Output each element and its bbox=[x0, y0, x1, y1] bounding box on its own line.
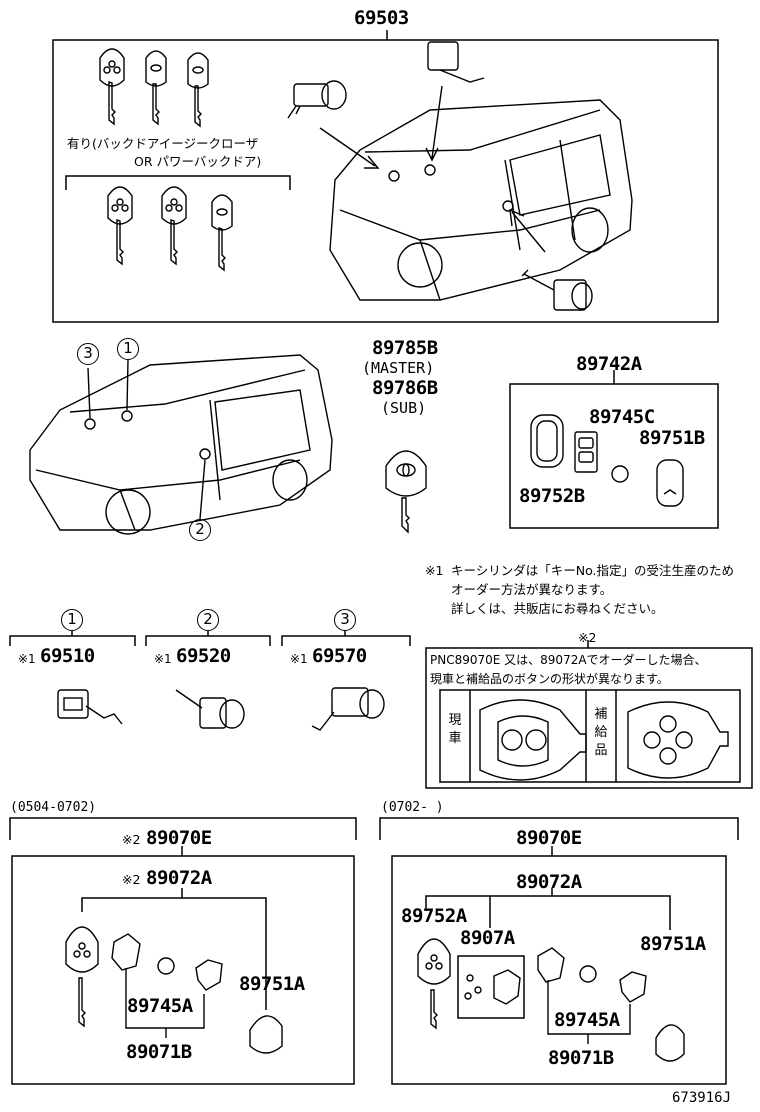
right-board-part: 8907A bbox=[460, 927, 515, 949]
left-period-bracket bbox=[9, 817, 357, 840]
board-frame bbox=[457, 955, 525, 1019]
supply-part-label: 補給品 bbox=[594, 707, 608, 758]
note2-line2: 現車と補給品のボタンの形状が異なります。 bbox=[430, 672, 669, 686]
left-sub-part: 89072A bbox=[146, 867, 212, 889]
cylinder-position-1: 1 bbox=[61, 609, 83, 631]
button-shape-current-icon bbox=[479, 699, 587, 781]
right-assy-part: 89070E bbox=[516, 827, 582, 849]
keyset-part: 89742A bbox=[576, 353, 642, 375]
position-marker-1: 1 bbox=[117, 338, 139, 360]
note1-line2: オーダー方法が異なります。 bbox=[451, 582, 613, 597]
left-cover-part: 89751A bbox=[239, 973, 305, 995]
note2-line1: PNC89070E 又は、89072Aでオーダーした場合、 bbox=[430, 653, 707, 667]
key-icon-bottom-row bbox=[107, 186, 233, 272]
note1-line3: 詳しくは、共販店にお尋ねください。 bbox=[451, 601, 664, 616]
right-battery-part: 89745A bbox=[554, 1009, 620, 1031]
left-transmitter-part: 89071B bbox=[126, 1041, 192, 1063]
button-shape-supply-icon bbox=[627, 701, 729, 779]
note2-mark: ※2 bbox=[578, 630, 597, 645]
cylinder-position-3: 3 bbox=[334, 609, 356, 631]
backdoor-note-line2: OR パワーバックドア) bbox=[134, 154, 262, 169]
right-transmitter-part: 89071B bbox=[548, 1047, 614, 1069]
figure-code: 673916J bbox=[672, 1090, 732, 1106]
position-marker-3: 3 bbox=[77, 343, 99, 365]
backdoor-note-line1: 有り(バックドアイージークローザ bbox=[67, 136, 259, 151]
right-period-range: (0702- ) bbox=[381, 800, 444, 815]
sub-key-part: 89786B bbox=[372, 377, 438, 399]
master-key-part: 89785B bbox=[372, 337, 438, 359]
left-assy-mark: ※2 bbox=[122, 832, 141, 847]
left-assy-part: 89070E bbox=[146, 827, 212, 849]
note1-line1: キーシリンダは「キーNo.指定」の受注生産のため bbox=[451, 563, 735, 578]
cylinder-3-part: 69570 bbox=[312, 645, 367, 667]
cylinder-2-mark: ※1 bbox=[154, 652, 172, 666]
cylinder-2-part: 69520 bbox=[176, 645, 231, 667]
comparison-frame bbox=[439, 689, 741, 783]
lock-cylinder-icon-top bbox=[287, 41, 593, 311]
key-case-icon bbox=[530, 414, 684, 507]
battery-part: 89745C bbox=[589, 406, 655, 428]
left-period-frame bbox=[11, 855, 355, 1085]
cylinder-3-mark: ※1 bbox=[290, 652, 308, 666]
van-illustration-position-map bbox=[29, 354, 333, 535]
right-period-frame bbox=[391, 855, 727, 1085]
cover-part: 89751B bbox=[639, 427, 705, 449]
remote-key-icon-right bbox=[417, 938, 685, 1062]
cylinder-position-2: 2 bbox=[197, 609, 219, 631]
sub-key-label: (SUB) bbox=[381, 399, 427, 417]
note2-frame bbox=[425, 647, 753, 789]
master-key-label: (MASTER) bbox=[362, 359, 435, 377]
master-key-icon bbox=[385, 450, 427, 534]
cylinder-group-bracket-3 bbox=[281, 635, 411, 646]
left-battery-part: 89745A bbox=[127, 995, 193, 1017]
van-illustration-top bbox=[319, 85, 633, 301]
note1-mark: ※1 bbox=[425, 563, 444, 578]
case-part: 89752B bbox=[519, 485, 585, 507]
key-icon-top-row bbox=[99, 48, 209, 128]
cylinder-1-mark: ※1 bbox=[18, 652, 36, 666]
cylinder-1-part: 69510 bbox=[40, 645, 95, 667]
position-marker-2: 2 bbox=[189, 519, 211, 541]
assembly-frame bbox=[52, 39, 719, 323]
right-case-part: 89752A bbox=[401, 905, 467, 927]
left-period-range: (0504-0702) bbox=[10, 800, 97, 815]
assembly-part-number: 69503 bbox=[354, 7, 409, 29]
left-sub-mark: ※2 bbox=[122, 872, 141, 887]
remote-key-icon-left bbox=[65, 926, 283, 1054]
lock-cylinder-icons bbox=[57, 687, 385, 731]
right-cover-part: 89751A bbox=[640, 933, 706, 955]
current-vehicle-label: 現車 bbox=[448, 713, 462, 746]
right-period-bracket bbox=[379, 817, 739, 840]
right-sub-part: 89072A bbox=[516, 871, 582, 893]
